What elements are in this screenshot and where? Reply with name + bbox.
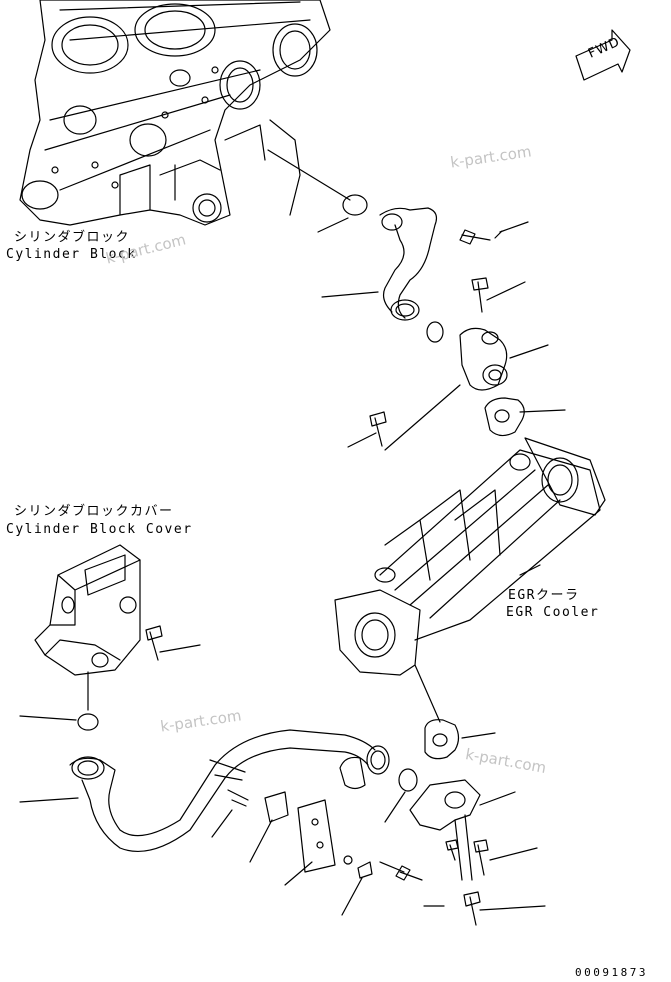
leader-line — [159, 644, 201, 653]
bolt — [369, 411, 387, 447]
leader-line — [519, 564, 541, 576]
nut — [357, 861, 373, 879]
cylinder-block-cover-label-en: Cylinder Block Cover — [6, 522, 193, 537]
bracket-plate — [297, 799, 336, 873]
bolt — [463, 891, 481, 926]
o-ring — [426, 321, 444, 343]
leader-line — [19, 797, 79, 803]
leader-line — [414, 664, 441, 723]
leader-line — [249, 819, 273, 863]
gasket — [484, 397, 525, 437]
forward-arrow-icon — [575, 29, 631, 81]
washer — [343, 855, 353, 865]
cylinder-block-cover — [34, 544, 141, 676]
leader-line — [519, 409, 566, 413]
egr-cooler-label-jp: EGRクーラ — [508, 588, 580, 603]
leader-line — [317, 217, 349, 233]
leader-line — [479, 905, 546, 911]
lower-water-pipe — [69, 729, 390, 852]
leader-line — [267, 149, 351, 201]
gasket — [424, 719, 460, 760]
egr-cooler-label-en: EGR Cooler — [506, 605, 600, 620]
leader-line — [321, 291, 379, 298]
upper-water-pipe — [379, 207, 438, 321]
leader-line — [509, 344, 549, 359]
drawing-number: 00091873 — [575, 966, 648, 979]
leader-line — [486, 281, 526, 301]
cylinder-block-label-jp: シリンダブロック — [14, 230, 131, 245]
leader-line — [461, 732, 496, 739]
cylinder-block-label-en: Cylinder Block — [6, 247, 137, 262]
o-ring — [77, 713, 99, 731]
bolt — [145, 625, 163, 661]
bolt — [473, 839, 489, 876]
leader-line — [341, 877, 363, 916]
leader-line — [379, 861, 405, 873]
o-ring — [342, 194, 368, 216]
bolt — [471, 277, 489, 313]
cylinder-block-cover-label-jp: シリンダブロックカバー — [14, 504, 174, 519]
bolt — [395, 865, 423, 881]
water-connector — [409, 779, 481, 881]
leader-line — [19, 715, 77, 721]
leader-line — [284, 861, 313, 886]
bolt — [459, 229, 503, 245]
leader-line — [489, 847, 538, 861]
leader-line — [499, 221, 529, 233]
bolt — [445, 839, 459, 861]
leader-line — [211, 809, 233, 838]
elbow-housing — [459, 327, 508, 391]
leader-line — [384, 384, 461, 451]
clamp — [264, 791, 289, 823]
cylinder-block — [19, 0, 331, 226]
leader-line — [347, 432, 377, 448]
o-ring — [398, 768, 418, 792]
egr-cooler — [334, 437, 606, 676]
leader-line — [479, 791, 516, 806]
leader-line — [384, 791, 406, 823]
